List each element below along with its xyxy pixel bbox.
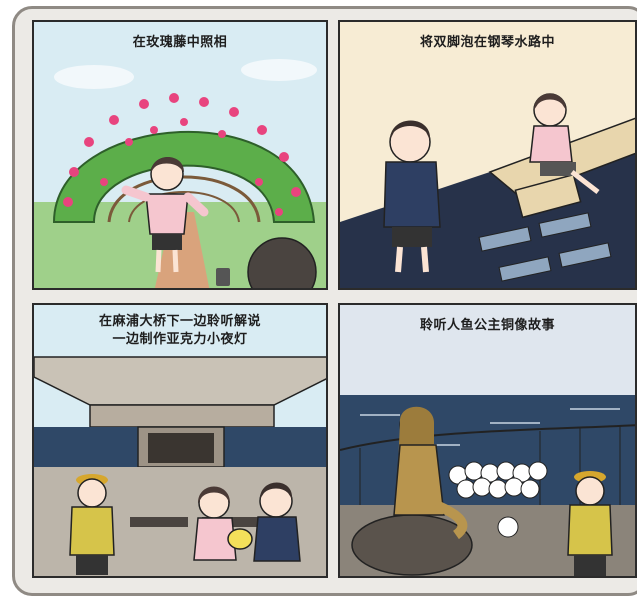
panel-1-caption: 在玫瑰藤中照相 xyxy=(132,35,228,50)
panel-mapo-bridge: 在麻浦大桥下一边聆听解说 一边制作亚克力小夜灯 xyxy=(32,303,328,578)
panel-3-caption-line-2: 一边制作亚克力小夜灯 xyxy=(112,332,248,347)
piano-waterway-illustration xyxy=(340,22,635,288)
panel-piano-waterway: 将双脚泡在钢琴水路中 xyxy=(338,20,637,290)
panel-mermaid-statue: 聆听人鱼公主铜像故事 xyxy=(338,303,637,578)
rose-tunnel-illustration xyxy=(34,22,326,288)
panel-rose-tunnel: 在玫瑰藤中照相 xyxy=(32,20,328,290)
panel-3-caption-line-1: 在麻浦大桥下一边聆听解说 xyxy=(98,314,261,329)
panel-4-caption: 聆听人鱼公主铜像故事 xyxy=(419,318,555,333)
mapo-bridge-illustration xyxy=(34,305,326,576)
panel-2-caption: 将双脚泡在钢琴水路中 xyxy=(419,35,555,50)
mermaid-statue-illustration xyxy=(340,305,635,576)
